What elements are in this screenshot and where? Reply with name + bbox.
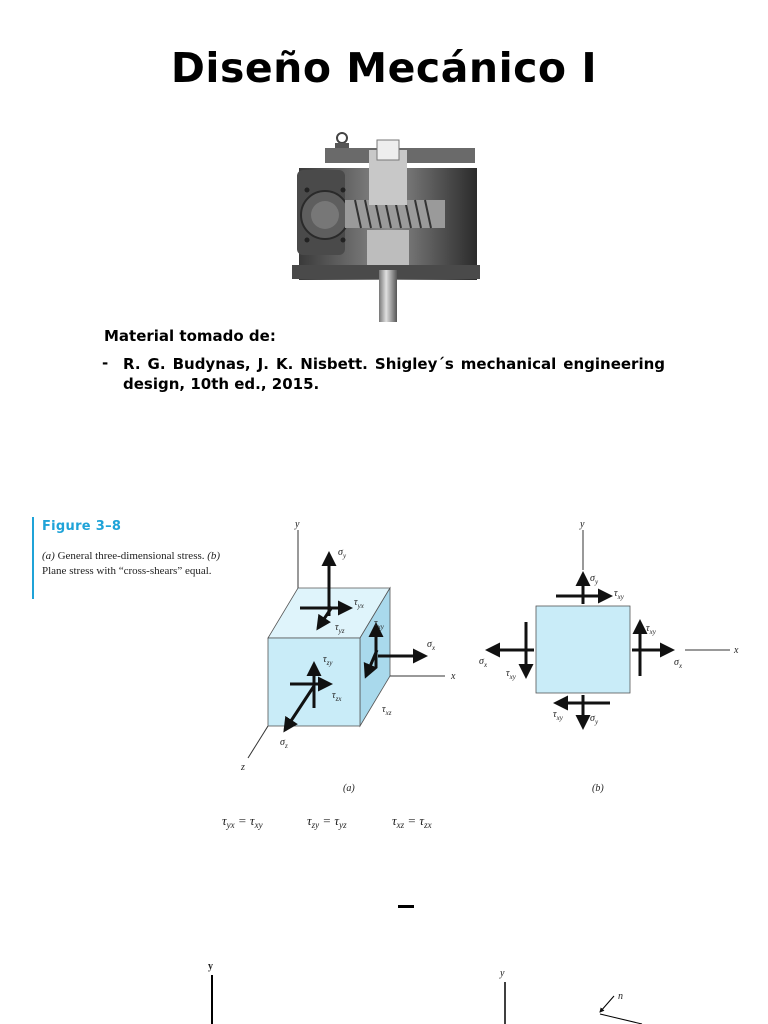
plane-stress-diagram: y x σy τxy σy τxy σx τxy σx τxy (b) [479, 519, 739, 794]
caption-marker-a: (a) [42, 550, 55, 562]
axis-y-label-c: y [208, 961, 213, 972]
sublabel-a: (a) [343, 783, 355, 794]
caption-marker-b: (b) [207, 550, 221, 562]
svg-text:σy: σy [590, 713, 599, 726]
svg-text:σy: σy [338, 547, 347, 560]
caption-text-a: General three-dimensional stress. [57, 550, 205, 562]
svg-text:σx: σx [674, 657, 683, 670]
reference-bullet: - [102, 354, 109, 372]
separator-dash [398, 905, 414, 908]
svg-text:τyz: τyz [335, 622, 345, 635]
stress-diagrams: y x z σy τyx τyz σx τxy τxz τzy τzx σz (… [222, 519, 739, 830]
svg-text:σz: σz [280, 737, 288, 750]
svg-text:τxz: τxz [382, 704, 392, 717]
axis-y-label-d: y [499, 968, 505, 979]
axis-x-label-a: x [450, 671, 456, 682]
svg-text:τxy: τxy [374, 618, 385, 631]
shear-equality-equations: τyx = τxy τzy = τyz τxz = τzx [222, 813, 432, 830]
cube-diagram: y x z σy τyx τyz σx τxy τxz τzy τzx σz (… [240, 519, 456, 794]
figure-caption: (a) General three-dimensional stress. (b… [42, 549, 222, 579]
svg-text:τxy: τxy [646, 623, 657, 636]
bottom-partial-diagrams: y y n [208, 961, 643, 1024]
axis-y-label-a: y [294, 519, 300, 530]
svg-text:τxy: τxy [614, 588, 625, 601]
axis-x-label-b: x [733, 645, 739, 656]
svg-text:τxz = τzx: τxz = τzx [392, 813, 432, 830]
axis-y-label-b: y [579, 519, 585, 530]
svg-text:τzy: τzy [323, 654, 333, 667]
axis-z-label-a: z [240, 762, 245, 773]
svg-text:τxy: τxy [506, 668, 517, 681]
caption-text-b: Plane stress with “cross-shears” equal. [42, 565, 212, 577]
figure-label: Figure 3–8 [42, 519, 122, 534]
page-title: Diseño Mecánico I [170, 44, 598, 92]
svg-text:τzx: τzx [332, 690, 342, 703]
gearbox-image [292, 132, 480, 322]
svg-text:σx: σx [479, 656, 488, 669]
element-square [535, 605, 631, 694]
sublabel-b: (b) [592, 783, 604, 794]
svg-text:σy: σy [590, 573, 599, 586]
figure-accent-bar [32, 517, 34, 599]
svg-text:τyx = τxy: τyx = τxy [222, 813, 263, 830]
reference-text: R. G. Budynas, J. K. Nisbett. Shigley´s … [123, 355, 665, 393]
svg-text:τyx: τyx [354, 597, 365, 610]
svg-text:τxy: τxy [553, 709, 564, 722]
material-heading: Material tomado de: [104, 327, 276, 345]
axis-n-label: n [618, 991, 623, 1002]
svg-text:τzy = τyz: τzy = τyz [307, 813, 347, 830]
svg-text:σx: σx [427, 639, 436, 652]
